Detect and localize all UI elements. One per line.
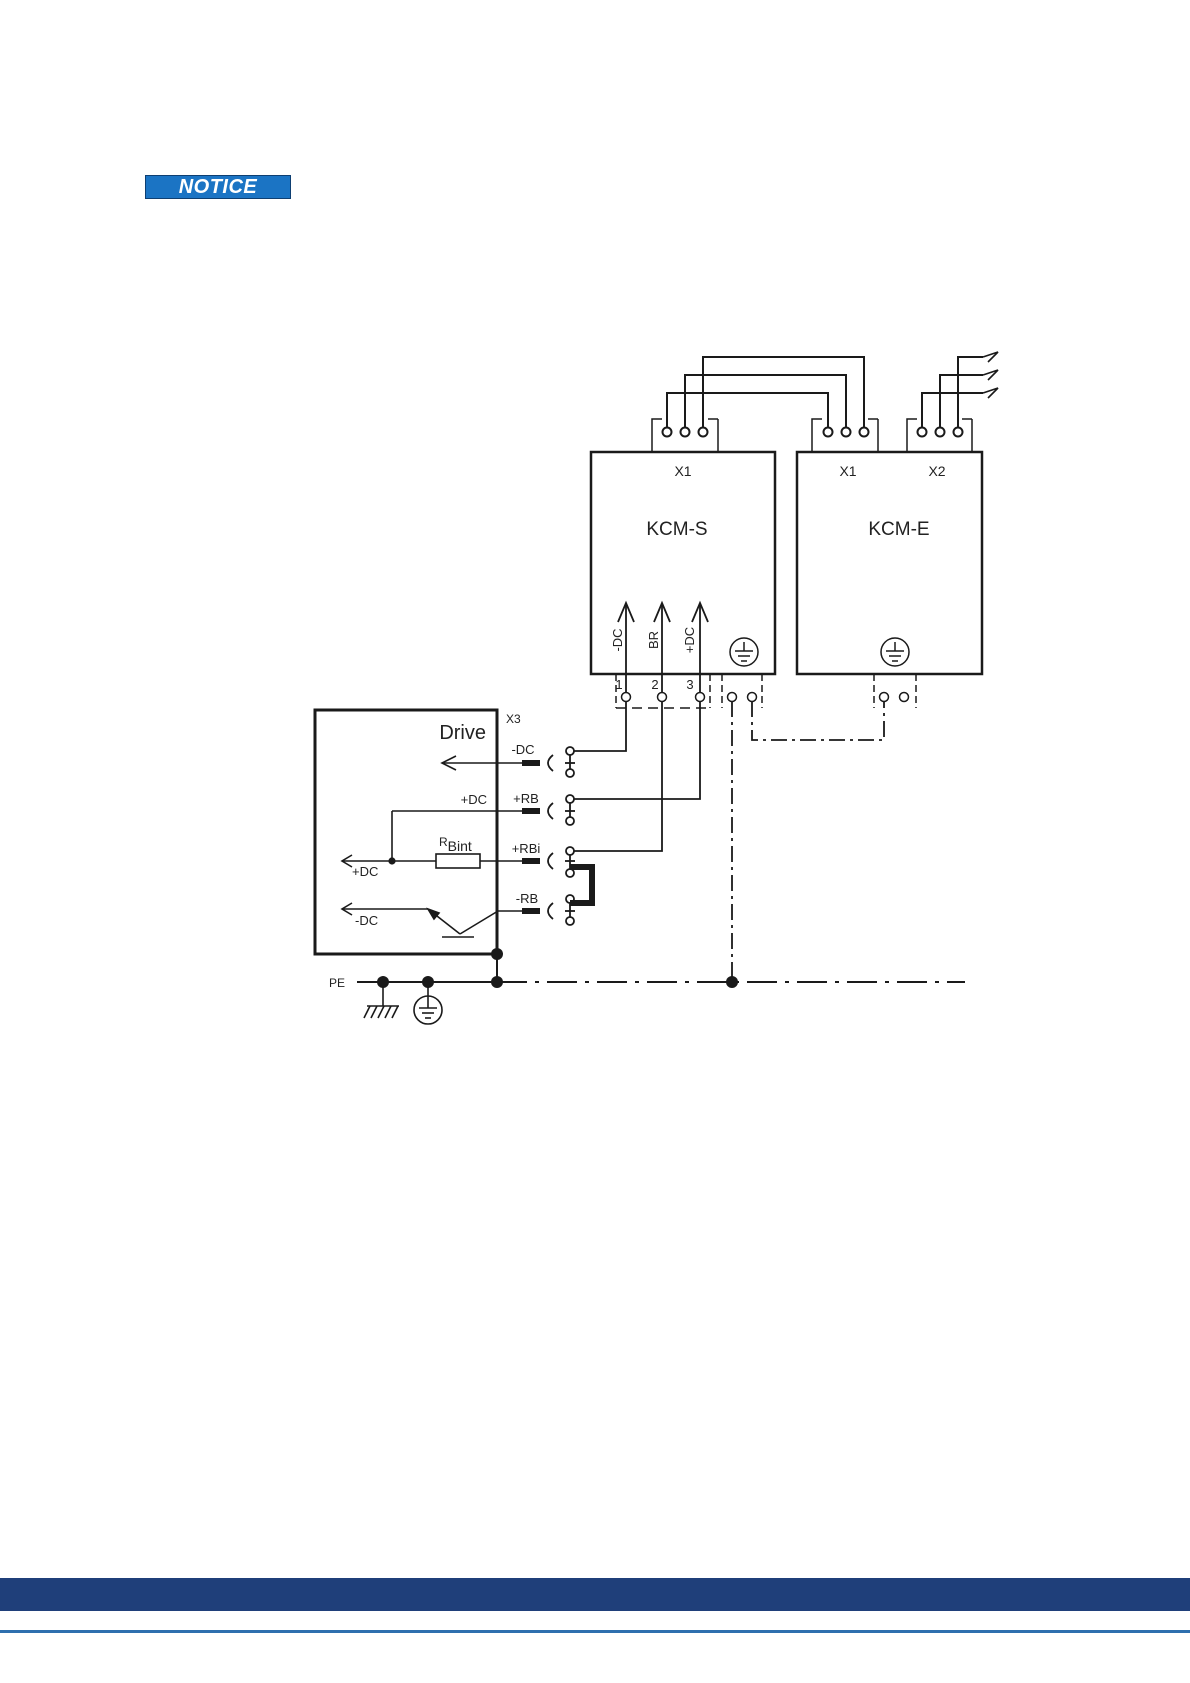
bus-cable-x2-out [922, 352, 998, 432]
bus-cable-x1 [667, 357, 864, 432]
drive-x3-label: X3 [506, 712, 521, 726]
kcm-s-earth-icon [730, 638, 758, 666]
kcm-s-pin-1: 1 [615, 677, 622, 692]
kcm-e-x1-label: X1 [839, 463, 856, 479]
kcm-e-earth-icon [881, 638, 909, 666]
kcm-s-x1-label: X1 [674, 463, 691, 479]
drive-title: Drive [439, 722, 486, 744]
drive-internal-circuit [342, 756, 522, 937]
kcm-s-pin-2: 2 [651, 677, 658, 692]
kcm-e-name: KCM-E [868, 519, 929, 540]
x3-terminal-plus-rbi: +RBi [512, 841, 541, 856]
drive-plus-dc-rail-label: +DC [461, 792, 487, 807]
kcm-e-x2-label: X2 [928, 463, 945, 479]
x3-terminal-minus-dc: -DC [511, 742, 534, 757]
drive-unit [315, 710, 497, 954]
pe-label: PE [329, 976, 345, 990]
kcm-s-terminal-br: BR [646, 631, 661, 649]
x3-terminal-minus-rb: -RB [516, 891, 538, 906]
kcm-s-terminal-minus-dc: -DC [610, 628, 625, 651]
kcm-e-bottom-connector [874, 674, 916, 708]
resistor-label: RBint [439, 835, 472, 854]
resistor-subscript: Bint [448, 838, 472, 854]
footer-rule [0, 1630, 1190, 1633]
kcm-s-terminal-plus-dc: +DC [682, 627, 697, 653]
drive-minus-dc-out-label: -DC [355, 913, 378, 928]
drive-plus-dc-out-label: +DC [352, 864, 378, 879]
kcm-s-pin-3: 3 [686, 677, 693, 692]
kcm-e-module [797, 452, 982, 674]
module-pe-link [752, 701, 884, 740]
dc-link-wiring [574, 701, 700, 851]
x3-terminal-plus-rb: +RB [513, 791, 539, 806]
protective-earth-icon [414, 982, 442, 1024]
footer-band [0, 1578, 1190, 1611]
kcm-s-name: KCM-S [646, 519, 707, 540]
